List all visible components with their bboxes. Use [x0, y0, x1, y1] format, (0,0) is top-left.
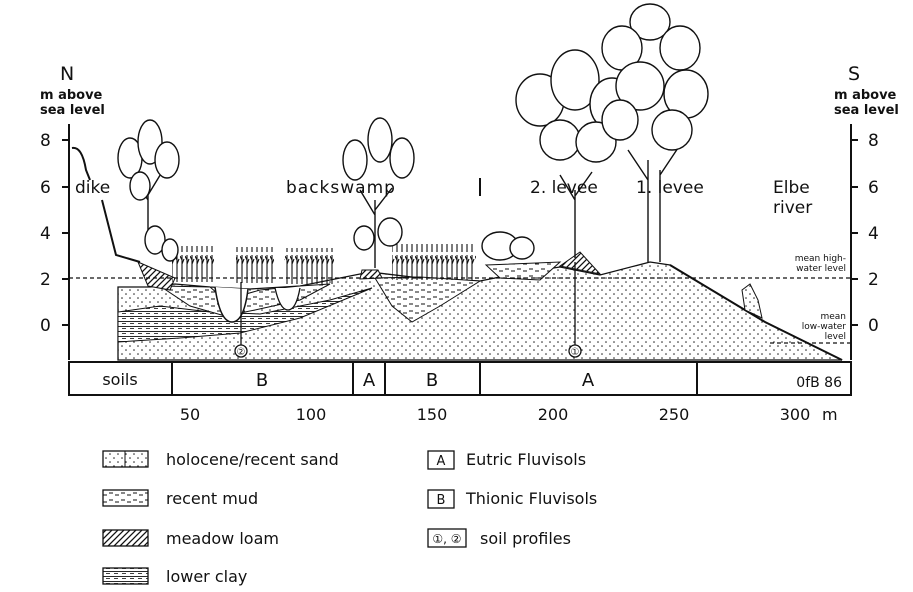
trees — [118, 4, 708, 268]
y-tick-left-6: 6 — [40, 178, 51, 198]
river-label-line2: river — [773, 198, 812, 218]
figure-credit: 0fB 86 — [796, 375, 842, 391]
legend-key-a: A — [437, 454, 446, 469]
low-water-label-1: mean — [820, 312, 846, 322]
left-unit-line1: m above — [40, 88, 103, 103]
south-label: S — [848, 63, 860, 85]
high-water-label-1: mean high- — [795, 254, 846, 264]
y-tick-left-8: 8 — [40, 131, 51, 151]
y-tick-right-0: 0 — [868, 316, 879, 336]
legend-key-profiles: ①, ② — [432, 532, 461, 546]
high-water-label-2: water level — [796, 264, 846, 274]
legend-swatch-mud — [103, 490, 148, 506]
soil-segment-b1: B — [256, 370, 268, 391]
y-tick-left-0: 0 — [40, 316, 51, 336]
soil-segment-b2: B — [426, 370, 438, 391]
levee-1-label: 1. levee — [636, 178, 704, 198]
profile-1-label: ① — [571, 347, 580, 358]
y-tick-right-8: 8 — [868, 131, 879, 151]
legend-label-b: Thionic Fluvisols — [465, 489, 597, 508]
x-tick-50: 50 — [180, 405, 200, 424]
shrub-center — [482, 232, 534, 260]
legend: holocene/recent sand recent mud meadow l… — [103, 450, 597, 586]
x-unit-label: m — [822, 405, 838, 424]
right-unit-line2: sea level — [834, 103, 899, 118]
legend-key-b: B — [437, 493, 446, 508]
reeds-4 — [392, 244, 476, 280]
backswamp-label: backswamp — [286, 178, 396, 198]
tree-levee-1 — [602, 4, 708, 262]
y-tick-right-2: 2 — [868, 270, 879, 290]
x-tick-100: 100 — [296, 405, 327, 424]
x-tick-200: 200 — [538, 405, 569, 424]
left-unit-line2: sea level — [40, 103, 105, 118]
levee-2-label: 2. levee — [530, 178, 598, 198]
left-axis: N m above sea level 8 6 4 2 0 — [40, 63, 105, 360]
section-body: ② ① — [69, 148, 851, 360]
soil-bar: soils B A B A 0fB 86 — [69, 362, 851, 395]
soil-bar-label: soils — [102, 370, 137, 389]
legend-label-a: Eutric Fluvisols — [466, 450, 586, 469]
x-axis: 50 100 150 200 250 300 m — [180, 405, 838, 424]
x-tick-250: 250 — [659, 405, 690, 424]
legend-swatch-loam — [103, 530, 148, 546]
meadow-loam-dike — [138, 262, 175, 290]
x-tick-300: 300 — [780, 405, 811, 424]
x-tick-150: 150 — [417, 405, 448, 424]
soil-segment-a1: A — [363, 370, 376, 391]
y-tick-right-4: 4 — [868, 224, 879, 244]
legend-label-mud: recent mud — [166, 489, 258, 508]
legend-label-sand: holocene/recent sand — [166, 450, 339, 469]
shrub-dike — [145, 226, 178, 261]
legend-label-loam: meadow loam — [166, 529, 279, 548]
low-water-label-2: low-water — [802, 322, 847, 332]
legend-swatch-clay — [103, 568, 148, 584]
low-water-label-3: level — [825, 332, 846, 342]
north-label: N — [60, 63, 74, 85]
soil-segment-a2: A — [582, 370, 595, 391]
dike-label: dike — [75, 178, 110, 198]
legend-label-profiles: soil profiles — [480, 529, 571, 548]
profile-2-label: ② — [237, 347, 246, 358]
legend-label-clay: lower clay — [166, 567, 247, 586]
river-label-line1: Elbe — [773, 178, 810, 198]
right-unit-line1: m above — [834, 88, 897, 103]
y-tick-left-4: 4 — [40, 224, 51, 244]
y-tick-left-2: 2 — [40, 270, 51, 290]
y-tick-right-6: 6 — [868, 178, 879, 198]
